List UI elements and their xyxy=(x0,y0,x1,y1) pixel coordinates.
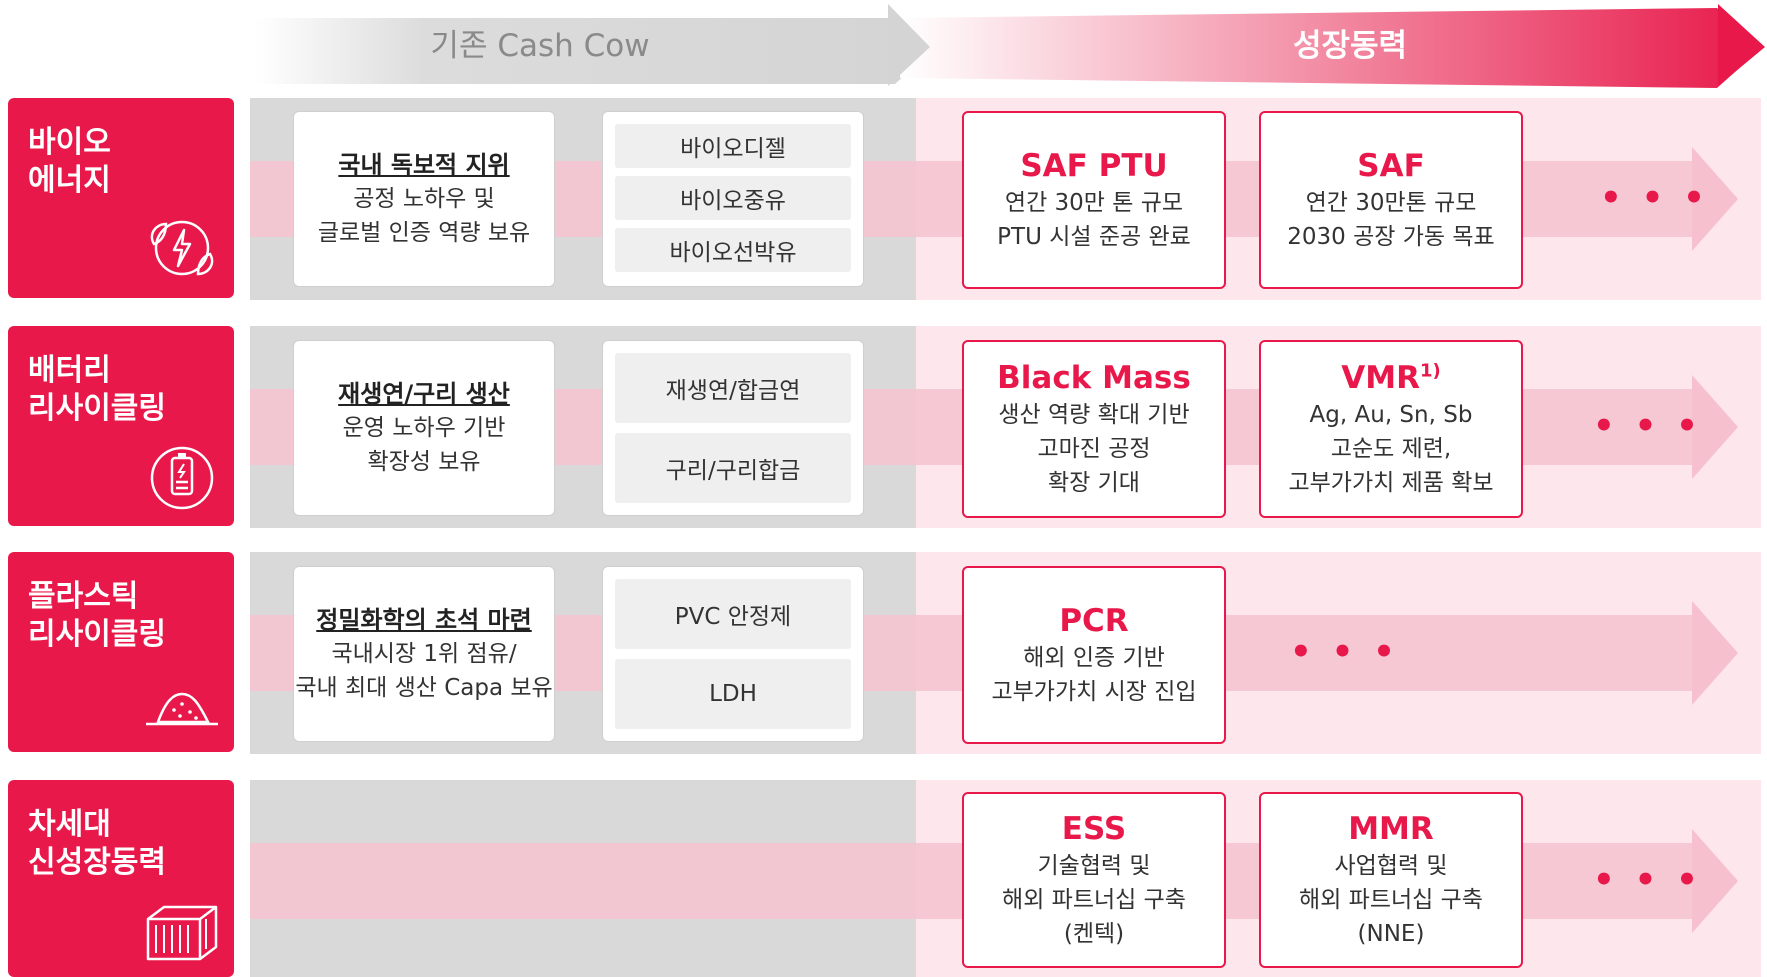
products-box-battery: 재생연/합금연 구리/구리합금 xyxy=(602,340,864,516)
growth-title: VMR1) xyxy=(1341,358,1440,398)
footnote-marker: 1) xyxy=(1419,360,1441,382)
growth-box-pcr: PCR 해외 인증 기반 고부가가치 시장 진입 xyxy=(962,566,1226,744)
growth-text: 사업협력 및 해외 파트너십 구축 (NNE) xyxy=(1299,853,1483,947)
battery-recycling-icon xyxy=(150,446,214,510)
product-chip: 바이오중유 xyxy=(615,176,851,220)
growth-box-ess: ESS 기술협력 및 해외 파트너십 구축 (켄텍) xyxy=(962,792,1226,968)
growth-engine-label: 성장동력 xyxy=(1292,28,1408,64)
products-box-bio: 바이오디젤 바이오중유 바이오선박유 xyxy=(602,111,864,287)
more-ellipsis: • • • xyxy=(1593,860,1702,900)
strength-box-battery: 재생연/구리 생산 운영 노하우 기반 확장성 보유 xyxy=(293,340,555,516)
strength-title: 국내 독보적 지위 xyxy=(338,151,510,179)
growth-title: SAF PTU xyxy=(1020,148,1168,184)
more-ellipsis: • • • xyxy=(1593,406,1702,446)
growth-box-black-mass: Black Mass 생산 역량 확대 기반 고마진 공정 확장 기대 xyxy=(962,340,1226,518)
growth-text: 연간 30만 톤 규모 PTU 시설 준공 완료 xyxy=(997,190,1191,250)
category-plastic-recycling: 플라스틱 리사이클링 xyxy=(8,552,234,752)
more-ellipsis: • • • xyxy=(1600,178,1709,218)
product-chip: PVC 안정제 xyxy=(615,579,851,649)
product-chip: 바이오디젤 xyxy=(615,124,851,168)
growth-title: SAF xyxy=(1357,148,1425,184)
header-arrow-red-tip xyxy=(1718,4,1765,86)
strength-text: 운영 노하우 기반 확장성 보유 xyxy=(342,415,506,475)
growth-text: Ag, Au, Sn, Sb 고순도 제련, 고부가가치 제품 확보 xyxy=(1288,402,1494,496)
category-label: 플라스틱 리사이클링 xyxy=(28,579,166,652)
growth-box-vmr: VMR1) Ag, Au, Sn, Sb 고순도 제련, 고부가가치 제품 확보 xyxy=(1259,340,1523,518)
growth-text: 생산 역량 확대 기반 고마진 공정 확장 기대 xyxy=(998,402,1190,496)
growth-box-saf-ptu: SAF PTU 연간 30만 톤 규모 PTU 시설 준공 완료 xyxy=(962,111,1226,289)
growth-text: 해외 인증 기반 고부가가치 시장 진입 xyxy=(991,645,1197,705)
category-label: 배터리 리사이클링 xyxy=(28,353,166,426)
category-bio-energy: 바이오 에너지 xyxy=(8,98,234,298)
plastic-pile-icon xyxy=(146,692,218,726)
growth-text: 기술협력 및 해외 파트너십 구축 (켄텍) xyxy=(1002,853,1186,947)
growth-title: PCR xyxy=(1059,603,1129,639)
product-chip: 구리/구리합금 xyxy=(615,433,851,503)
more-ellipsis: • • • xyxy=(1290,632,1399,672)
growth-title-text: VMR xyxy=(1341,360,1420,396)
products-box-plastic: PVC 안정제 LDH xyxy=(602,566,864,742)
legacy-cash-cow-label: 기존 Cash Cow xyxy=(430,28,650,64)
product-chip: 재생연/합금연 xyxy=(615,353,851,423)
header-arrow-red xyxy=(900,8,1762,88)
category-label: 바이오 에너지 xyxy=(28,125,111,198)
container-icon xyxy=(146,905,218,961)
category-battery-recycling: 배터리 리사이클링 xyxy=(8,326,234,526)
growth-title: MMR xyxy=(1348,811,1434,847)
growth-text: 연간 30만톤 규모 2030 공장 가동 목표 xyxy=(1287,190,1495,250)
growth-box-mmr: MMR 사업협력 및 해외 파트너십 구축 (NNE) xyxy=(1259,792,1523,968)
strength-title: 정밀화학의 초석 마련 xyxy=(316,606,532,634)
header-arrow-grey-tip xyxy=(888,4,930,86)
strength-box-bio: 국내 독보적 지위 공정 노하우 및 글로벌 인증 역량 보유 xyxy=(293,111,555,287)
product-chip: LDH xyxy=(615,659,851,729)
growth-box-saf: SAF 연간 30만톤 규모 2030 공장 가동 목표 xyxy=(1259,111,1523,289)
category-next-gen-growth: 차세대 신성장동력 xyxy=(8,780,234,977)
growth-title: ESS xyxy=(1061,811,1127,847)
bio-energy-icon xyxy=(150,220,214,276)
strength-text: 공정 노하우 및 글로벌 인증 역량 보유 xyxy=(317,186,531,246)
header-arrow-grey xyxy=(255,18,935,84)
growth-title: Black Mass xyxy=(997,360,1191,396)
strength-title: 재생연/구리 생산 xyxy=(338,380,510,408)
strength-box-plastic: 정밀화학의 초석 마련 국내시장 1위 점유/ 국내 최대 생산 Capa 보유 xyxy=(293,566,555,742)
product-chip: 바이오선박유 xyxy=(615,228,851,272)
strength-text: 국내시장 1위 점유/ 국내 최대 생산 Capa 보유 xyxy=(295,641,553,701)
category-label: 차세대 신성장동력 xyxy=(28,807,166,880)
